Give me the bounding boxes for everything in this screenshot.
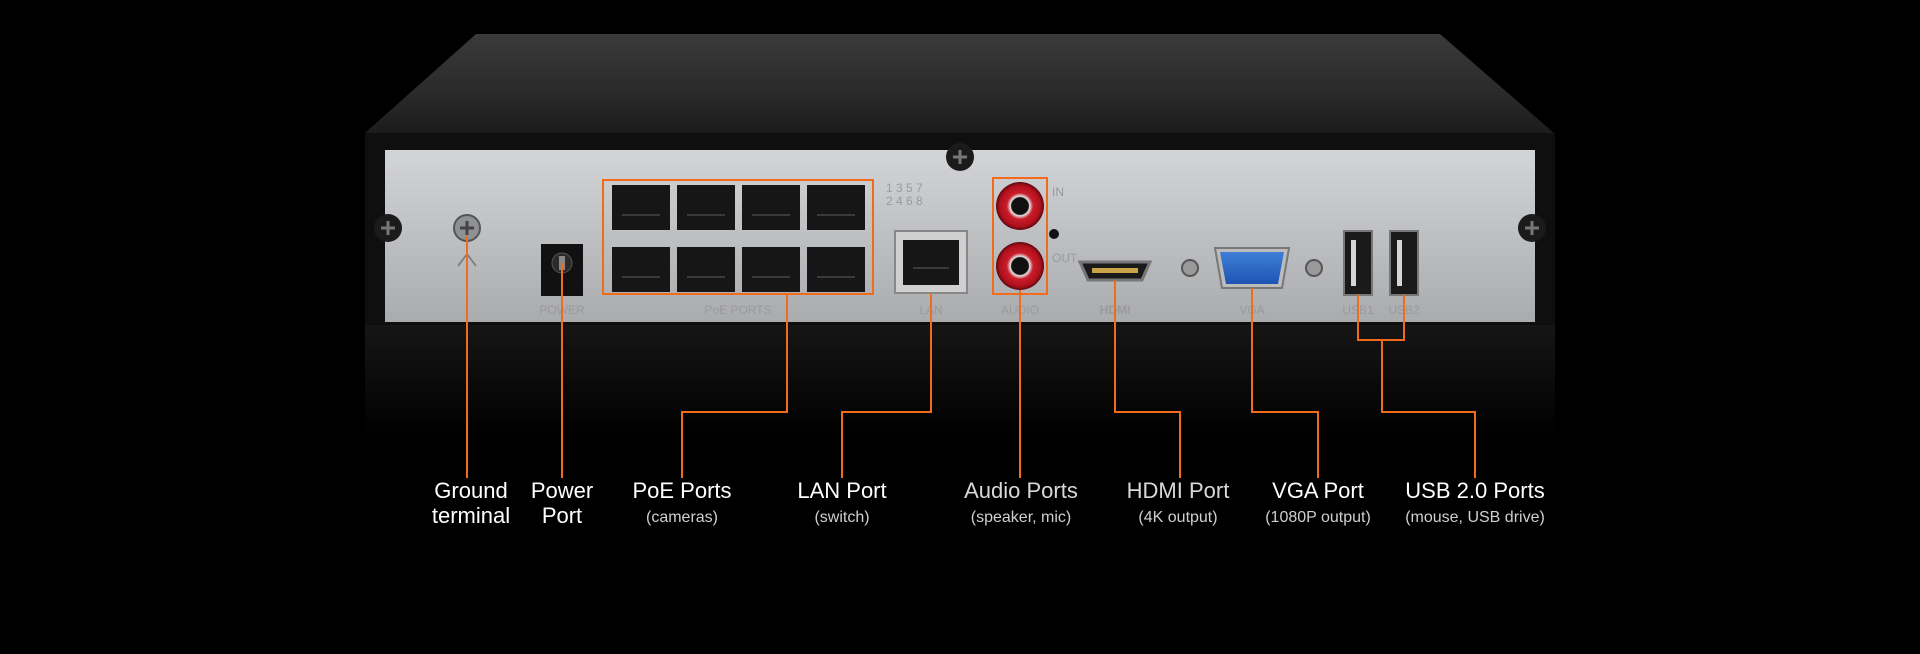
callout-subtitle: (4K output) (1138, 509, 1218, 526)
callout-title: VGA Port (1272, 478, 1364, 503)
callout-title: Power Port (530, 478, 594, 528)
callout-poe-ports: PoE Ports (cameras) (582, 478, 782, 527)
callout-subtitle: (speaker, mic) (970, 509, 1072, 526)
callout-title: HDMI Port (1126, 478, 1230, 503)
audio-out-label: OUT (1052, 251, 1078, 265)
callout-title: LAN Port (797, 478, 887, 503)
callout-subtitle: (switch) (814, 509, 870, 526)
right-screw (1518, 214, 1546, 242)
audio-in-label: IN (1052, 185, 1064, 199)
callout-audio-ports: Audio Ports (speaker, mic) (921, 478, 1121, 527)
callout-vga-port: VGA Port (1080P output) (1218, 478, 1418, 527)
hdmi-port (1077, 260, 1153, 282)
reflection (365, 325, 1555, 435)
callout-usb-ports: USB 2.0 Ports (mouse, USB drive) (1375, 478, 1575, 527)
port-map-bottom: 2 4 6 8 (886, 194, 923, 208)
callout-subtitle: (1080P output) (1265, 509, 1371, 526)
leader-lines (466, 236, 1476, 478)
callout-title: Ground terminal (431, 478, 511, 528)
port-map-top: 1 3 5 7 (886, 181, 923, 195)
callout-title: Audio Ports (964, 478, 1078, 503)
callout-subtitle: (mouse, USB drive) (1405, 509, 1545, 526)
top-screw (946, 143, 974, 171)
callout-ground-terminal: Ground terminal (371, 478, 571, 528)
usb-ports (1343, 230, 1419, 296)
callout-lan-port: LAN Port (switch) (742, 478, 942, 527)
audio-ports-block (992, 177, 1059, 295)
callout-power-port: Power Port (462, 478, 662, 528)
callout-subtitle: (cameras) (645, 509, 718, 526)
callout-hdmi-port: HDMI Port (4K output) (1078, 478, 1278, 527)
lan-port (894, 230, 968, 294)
poe-label: PoE PORTS (704, 303, 771, 317)
callout-title: PoE Ports (632, 478, 732, 503)
poe-ports-block (602, 179, 874, 295)
chassis-top (365, 34, 1554, 133)
vga-port (1181, 247, 1323, 289)
left-screw (374, 214, 402, 242)
callout-title: USB 2.0 Ports (1405, 478, 1545, 503)
